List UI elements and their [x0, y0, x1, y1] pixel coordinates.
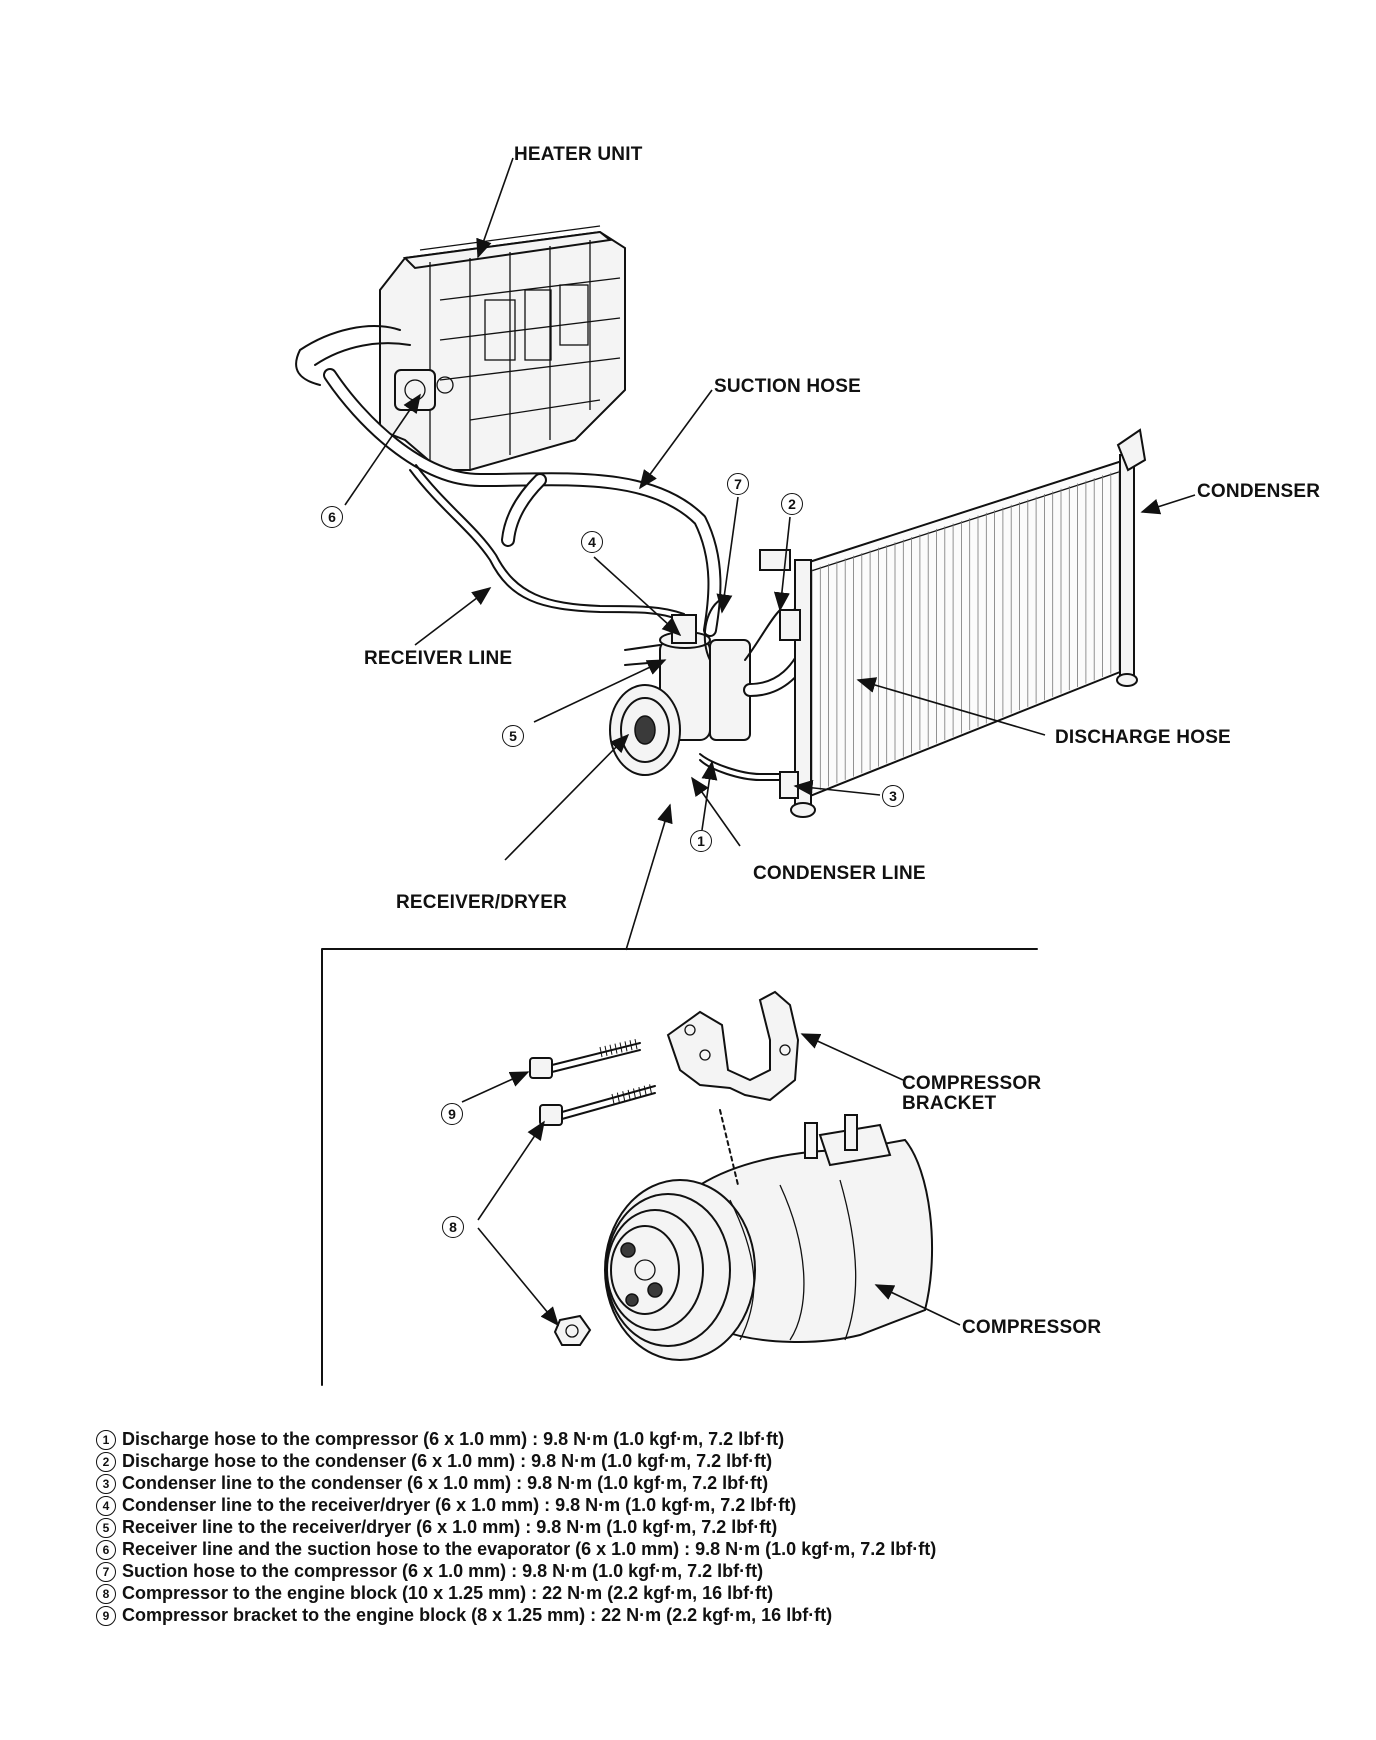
- label-compressor-bracket-line1: COMPRESSOR: [902, 1073, 1042, 1094]
- label-compressor-bracket-line2: BRACKET: [902, 1093, 997, 1114]
- callout-4: 4: [581, 531, 603, 553]
- legend-item: 4 Condenser line to the receiver/dryer (6…: [96, 1494, 1296, 1516]
- label-receiver-line: RECEIVER LINE: [364, 648, 513, 669]
- receiver-line-drawing: [409, 464, 685, 621]
- legend-item: 2 Discharge hose to the condenser (6 x 1.…: [96, 1450, 1296, 1472]
- legend-item: 1 Discharge hose to the compressor (6 x 1…: [96, 1428, 1296, 1450]
- label-suction-hose: SUCTION HOSE: [714, 376, 862, 397]
- legend-item-text: Compressor bracket to the engine block (…: [122, 1605, 833, 1625]
- legend-item-text: Compressor to the engine block (10 x 1.2…: [122, 1583, 774, 1603]
- legend-item-number: 6: [96, 1540, 116, 1560]
- legend-item-text: Discharge hose to the condenser (6 x 1.0…: [122, 1451, 773, 1471]
- legend-item-number: 5: [96, 1518, 116, 1538]
- legend-item: 9 Compressor bracket to the engine block …: [96, 1604, 1296, 1626]
- label-condenser: CONDENSER: [1197, 481, 1321, 502]
- legend-item-number: 3: [96, 1474, 116, 1494]
- legend-item-text: Condenser line to the condenser (6 x 1.0…: [122, 1473, 769, 1493]
- legend-item: 3 Condenser line to the condenser (6 x 1.…: [96, 1472, 1296, 1494]
- detail-leaders: [461, 1033, 961, 1327]
- legend-item: 6 Receiver line and the suction hose to t…: [96, 1538, 1296, 1560]
- legend-item-text: Receiver line and the suction hose to th…: [122, 1539, 937, 1559]
- label-heater-unit: HEATER UNIT: [514, 144, 643, 165]
- upper-leaders: [344, 157, 1196, 951]
- torque-legend: 1 Discharge hose to the compressor (6 x 1…: [96, 1428, 1296, 1626]
- condenser-drawing: [759, 428, 1147, 818]
- legend-item: 8 Compressor to the engine block (10 x 1.…: [96, 1582, 1296, 1604]
- callout-8: 8: [442, 1216, 464, 1238]
- label-condenser-line: CONDENSER LINE: [753, 863, 926, 884]
- legend-item-number: 2: [96, 1452, 116, 1472]
- callout-6: 6: [321, 506, 343, 528]
- legend-item-text: Suction hose to the compressor (6 x 1.0 …: [122, 1561, 764, 1581]
- label-receiver-dryer: RECEIVER/DRYER: [396, 892, 568, 913]
- legend-item-text: Discharge hose to the compressor (6 x 1.…: [122, 1429, 785, 1449]
- bolt-8-drawing: [539, 1084, 656, 1126]
- label-discharge-hose: DISCHARGE HOSE: [1055, 727, 1231, 748]
- legend-item-number: 9: [96, 1606, 116, 1626]
- compressor-bracket-drawing: [666, 990, 800, 1102]
- legend-item-number: 8: [96, 1584, 116, 1604]
- legend-item-number: 7: [96, 1562, 116, 1582]
- legend-item-text: Condenser line to the receiver/dryer (6 …: [122, 1495, 797, 1515]
- callout-7: 7: [727, 473, 749, 495]
- legend-item: 5 Receiver line to the receiver/dryer (6 …: [96, 1516, 1296, 1538]
- legend-item-text: Receiver line to the receiver/dryer (6 x…: [122, 1517, 778, 1537]
- detail-box-frame: [321, 948, 1038, 1386]
- legend-item: 7 Suction hose to the compressor (6 x 1.0…: [96, 1560, 1296, 1582]
- callout-1: 1: [690, 830, 712, 852]
- legend-item-number: 4: [96, 1496, 116, 1516]
- nut-8-drawing: [553, 1314, 592, 1346]
- bolt-9-drawing: [529, 1039, 641, 1079]
- label-compressor: COMPRESSOR: [962, 1317, 1102, 1338]
- callout-3: 3: [882, 785, 904, 807]
- callout-2: 2: [781, 493, 803, 515]
- legend-item-number: 1: [96, 1430, 116, 1450]
- heater-unit-drawing: [295, 225, 626, 471]
- compressor-detail-drawing: [604, 1109, 933, 1361]
- callout-5: 5: [502, 725, 524, 747]
- callout-9: 9: [441, 1103, 463, 1125]
